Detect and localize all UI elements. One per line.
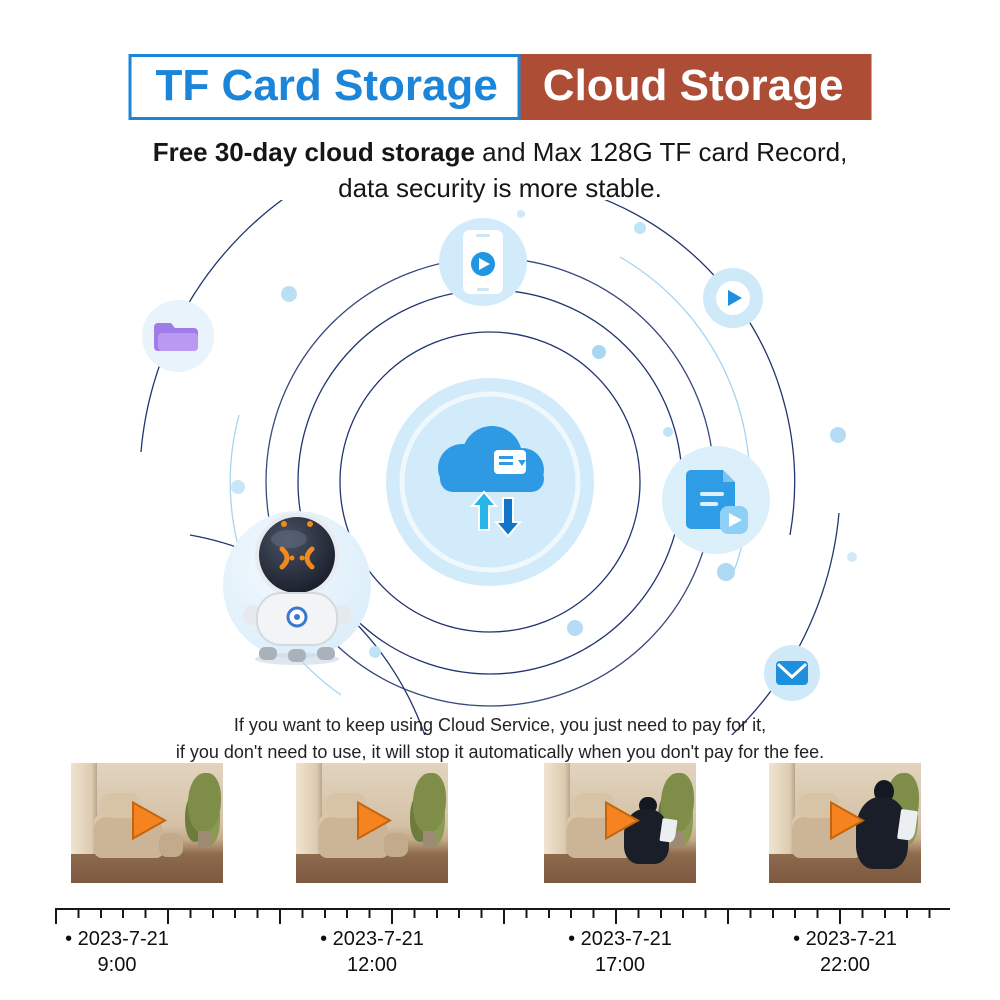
thumbnail-3 [544,763,696,883]
cloud-storage-title: Cloud Storage [520,54,872,121]
timestamp-date: • 2023-7-21 [568,928,672,950]
cloud-upload-download-icon [438,426,544,538]
camera-node [223,511,371,665]
timestamp-time: 12:00 [346,954,398,976]
play-icon [125,799,169,848]
phone-node [439,218,527,306]
thumbnail-4 [769,763,921,883]
burglar-figure [850,779,919,869]
folder-node [142,300,214,372]
play-icon [350,799,394,848]
room-scene [544,763,696,883]
tf-card-storage-title: TF Card Storage [128,54,521,121]
timestamp-date: • 2023-7-21 [793,928,897,950]
curtain-shape [71,763,97,855]
room-scene [71,763,223,883]
play-node [703,268,763,328]
thumbnail-2 [296,763,448,883]
play-icon [823,799,867,848]
timestamp-time: 17:00 [594,954,646,976]
subtitle-line1: Free 30-day cloud storage and Max 128G T… [0,134,1000,170]
timeline-label-4: • 2023-7-21 22:00 [760,926,930,978]
thumbnail-1 [71,763,223,883]
mail-node [764,645,820,701]
room-scene [296,763,448,883]
play-circle-icon [716,281,750,315]
timeline-label-2: • 2023-7-21 12:00 [287,926,457,978]
plant-shape [413,772,447,847]
video-file-node [662,446,770,554]
subtitle-line2: data security is more stable. [338,173,662,204]
play-icon [598,799,642,848]
curtain-shape [769,763,795,855]
timestamp-date: • 2023-7-21 [65,928,169,950]
timeline-label-3: • 2023-7-21 17:00 [535,926,705,978]
mail-icon [776,661,808,685]
subtitle-rest: and Max 128G TF card Record, [474,137,848,167]
timeline-line [55,908,950,910]
subtitle-bold: Free 30-day cloud storage [152,137,475,167]
subtitle: Free 30-day cloud storage and Max 128G T… [0,134,1000,207]
cloud-diagram [0,200,1000,735]
timestamp-date: • 2023-7-21 [320,928,424,950]
folder-icon [154,323,198,351]
recording-thumbnails [0,763,1000,887]
plant-shape [188,772,222,847]
note-line1: If you want to keep using Cloud Service,… [233,715,767,735]
curtain-shape [296,763,322,855]
timestamp-time: 22:00 [819,954,871,976]
burglar-bag [659,818,678,844]
cloud-service-note: If you want to keep using Cloud Service,… [0,712,1000,766]
timestamp-time: 9:00 [97,954,137,976]
curtain-shape [544,763,570,855]
video-file-icon [686,470,748,534]
cushion-shape [384,832,409,857]
diagram-dots [231,210,857,658]
note-line2: if you don't need to use, it will stop i… [175,742,825,762]
timeline-major-ticks [55,910,950,924]
room-scene [769,763,921,883]
header-title-bar: TF Card Storage Cloud Storage [128,54,872,121]
cushion-shape [159,832,184,857]
timeline-label-1: • 2023-7-21 9:00 [32,926,202,978]
security-camera-image [243,512,351,665]
burglar-paper [897,808,919,842]
timeline-ruler [55,908,950,926]
phone-video-icon [463,230,503,294]
